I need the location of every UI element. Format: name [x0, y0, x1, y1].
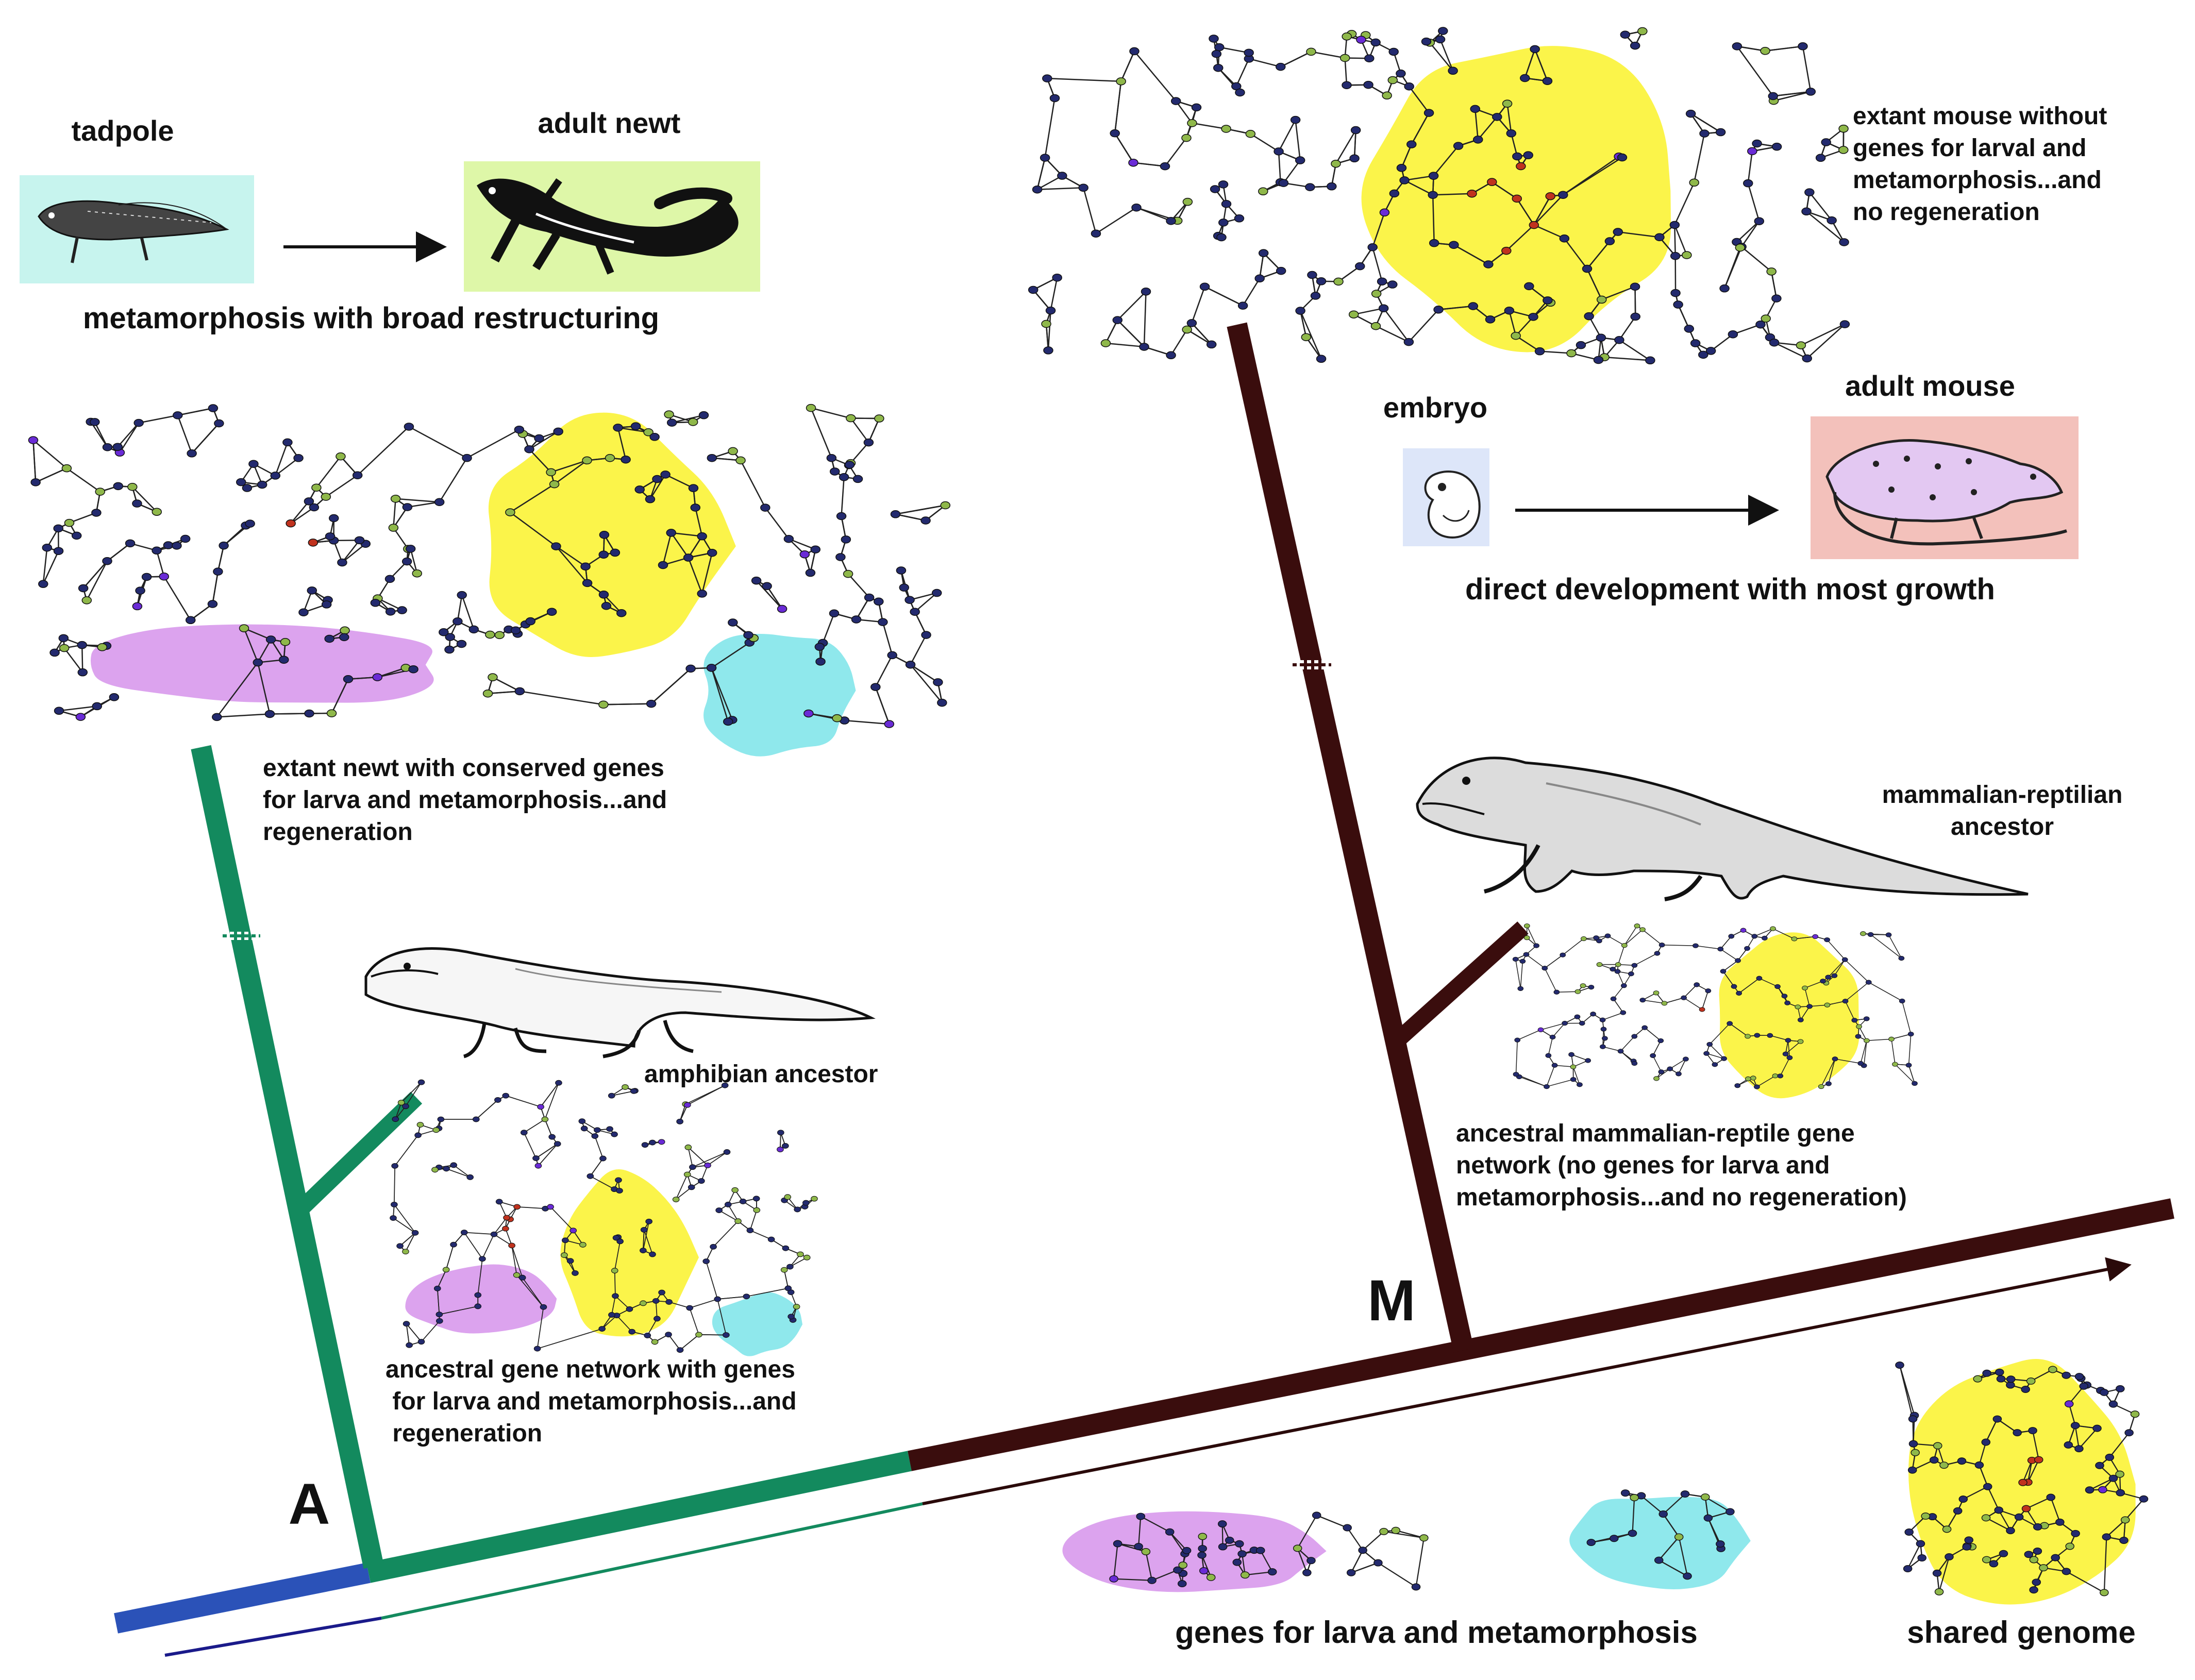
adult-newt-label: adult newt: [538, 107, 681, 139]
extant-newt-line-3: regeneration: [263, 818, 413, 846]
newt-regeneration-blob: [703, 634, 856, 757]
ancestral-mammalian-reptile-caption: ancestral mammalian-reptile gene network…: [1456, 1120, 1907, 1211]
extant-newt-caption: extant newt with conserved genes for lar…: [263, 754, 667, 846]
trunk-mammal: [908, 1198, 2174, 1471]
legend-shared-network: [1895, 1362, 2149, 1597]
extant-newt-line-1: extant newt with conserved genes: [263, 754, 664, 782]
ancestral-regeneration-blob: [712, 1292, 803, 1356]
extant-mouse-caption: extant mouse without genes for larval an…: [1853, 103, 2107, 226]
extant-mouse-line-3: metamorphosis...and: [1853, 166, 2102, 194]
branch-a-label: A: [289, 1472, 330, 1536]
ancestral-mammal-network: [1512, 923, 1918, 1089]
tadpole-image: [20, 175, 254, 283]
mammalian-reptilian-ancestor-illustration-icon: [1416, 757, 2029, 901]
tadpole-label: tadpole: [71, 114, 174, 147]
ancestral-network-line-1: ancestral gene network with genes: [386, 1356, 795, 1383]
mammalian-reptilian-caption: mammalian-reptilian ancestor: [1882, 781, 2123, 841]
metamorphosis-caption: metamorphosis with broad restructuring: [83, 301, 659, 335]
extant-mouse-line-4: no regeneration: [1853, 198, 2040, 226]
ancestral-network-line-3: regeneration: [386, 1420, 542, 1447]
mammalian-reptilian-line-1: mammalian-reptilian: [1882, 781, 2123, 809]
ancestral-mammal-shared-genome-blob: [1719, 932, 1859, 1099]
ancestral-mammalian-line-2: network (no genes for larva and: [1456, 1152, 1830, 1179]
ancestral-mammalian-line-1: ancestral mammalian-reptile gene: [1456, 1120, 1855, 1147]
mouse-embryo-illustration-icon: [1424, 470, 1481, 539]
newt-gene-network: [28, 404, 951, 728]
trunk-green: [366, 1451, 912, 1583]
branch-m-label: M: [1367, 1268, 1415, 1333]
embryo-label: embryo: [1383, 391, 1487, 424]
amphibian-ancestor-illustration-icon: [364, 947, 876, 1059]
extant-mouse-line-1: extant mouse without: [1853, 103, 2107, 130]
mouse-illustration-icon: [1825, 439, 2067, 546]
legend-larva-genes-blob: [1062, 1511, 1327, 1592]
mammal-branch: [1227, 322, 1474, 1353]
ancestral-larva-genes-blob: [405, 1264, 557, 1334]
shared-genome-caption: shared genome: [1907, 1615, 2135, 1650]
ancestral-shared-genome-blob: [560, 1169, 699, 1337]
adult-mouse-label: adult mouse: [1845, 369, 2015, 402]
embryo-image: [1403, 448, 1489, 546]
newt-illustration-icon: [477, 178, 739, 275]
extant-mouse-line-2: genes for larval and: [1853, 135, 2087, 162]
adult-newt-image: [464, 161, 760, 292]
legend-larva-network: [1109, 1511, 1429, 1591]
tadpole-illustration-icon: [38, 200, 229, 263]
ancestral-mammalian-line-3: metamorphosis...and no regeneration): [1456, 1184, 1907, 1211]
legend-regeneration-network: [1586, 1489, 1735, 1580]
mammal-ancestor-side-branch: [1391, 921, 1529, 1047]
ancestral-amphibian-network: [390, 1079, 818, 1353]
phylogenetic-tree: [114, 322, 2174, 1634]
adult-mouse-image: [1811, 416, 2079, 559]
time-arrow: [164, 1257, 2132, 1657]
genes-larva-caption: genes for larva and metamorphosis: [1175, 1615, 1698, 1650]
ancestral-gene-network-caption: ancestral gene network with genes for la…: [386, 1356, 797, 1447]
ancestral-network-line-2: for larva and metamorphosis...and: [386, 1388, 797, 1415]
mouse-gene-network: [1028, 27, 1850, 365]
gene-network-layer: [28, 27, 2149, 1605]
text-labels: tadpole adult newt metamorphosis with br…: [71, 103, 2135, 1650]
direct-development-caption: direct development with most growth: [1465, 573, 1995, 606]
amphibian-ancestor-label: amphibian ancestor: [644, 1061, 878, 1088]
amphibian-branch: [191, 745, 384, 1569]
mammalian-reptilian-line-2: ancestor: [1951, 813, 2054, 841]
root-branch: [114, 1563, 371, 1634]
extant-newt-line-2: for larva and metamorphosis...and: [263, 786, 667, 814]
